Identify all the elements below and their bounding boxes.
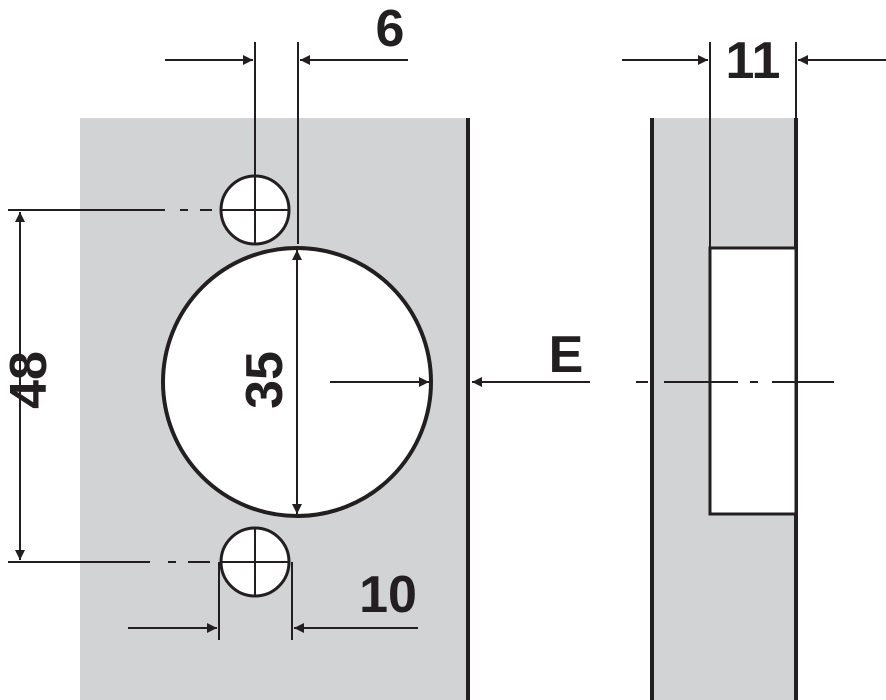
dimension-11: 11 xyxy=(622,32,886,248)
dimension-e: E xyxy=(330,326,590,387)
screw-centerlines xyxy=(8,209,212,563)
dim-6-label: 6 xyxy=(376,0,405,58)
dimension-6: 6 xyxy=(165,0,408,244)
dim-35-label: 35 xyxy=(236,351,294,409)
dim-48-label: 48 xyxy=(0,351,58,409)
dimension-10: 10 xyxy=(128,562,418,640)
dim-10-label: 10 xyxy=(359,566,417,624)
dim-11-label: 11 xyxy=(726,32,781,90)
edge-label-e: E xyxy=(549,326,584,384)
screw-hole-bottom xyxy=(219,526,291,598)
dimension-48: 48 xyxy=(0,212,58,560)
dimension-35: 35 xyxy=(236,250,302,514)
